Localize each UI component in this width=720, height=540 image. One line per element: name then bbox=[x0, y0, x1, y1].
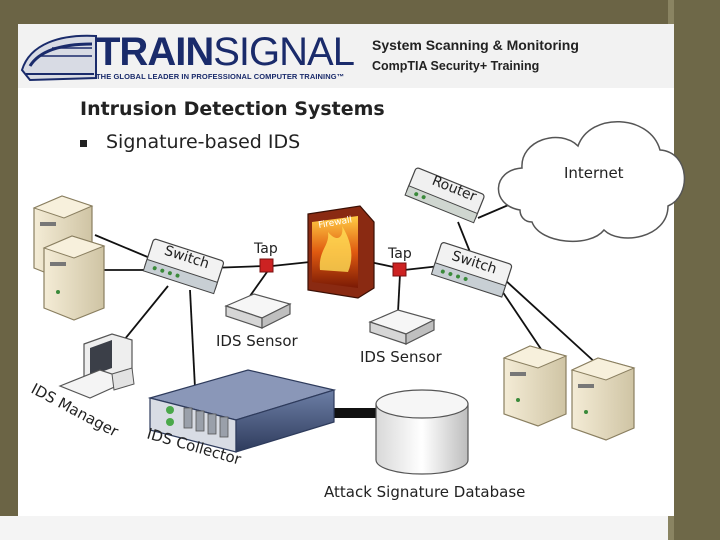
bullet-text: Signature-based IDS bbox=[106, 131, 301, 153]
network-links bbox=[94, 199, 599, 389]
attack-signature-database-icon bbox=[375, 389, 469, 475]
course-subtitle: CompTIA Security+ Training bbox=[372, 59, 540, 73]
bullet-square-icon bbox=[80, 140, 87, 147]
bottom-frame-bar bbox=[0, 516, 668, 540]
database-label: Attack Signature Database bbox=[324, 483, 525, 501]
ids-collector-icon bbox=[147, 369, 337, 453]
tap-right-label: Tap bbox=[387, 246, 412, 262]
ids-sensor-left-label: IDS Sensor bbox=[216, 332, 299, 350]
internet-label: Internet bbox=[564, 164, 624, 182]
ids-sensor-right-icon bbox=[368, 309, 436, 345]
internet-cloud-icon bbox=[497, 121, 686, 243]
logo-tagline: THE GLOBAL LEADER IN PROFESSIONAL COMPUT… bbox=[96, 72, 345, 81]
tap-left-icon bbox=[259, 258, 274, 273]
server-left-bottom-icon bbox=[42, 235, 106, 321]
ids-sensor-right-label: IDS Sensor bbox=[360, 348, 443, 366]
tap-left-label: Tap bbox=[253, 241, 278, 257]
ids-sensor-left-icon bbox=[224, 293, 292, 329]
firewall-icon bbox=[307, 205, 375, 299]
switch-left-icon bbox=[142, 238, 225, 295]
router-icon bbox=[404, 167, 485, 224]
tap-right-icon bbox=[392, 262, 407, 277]
header-band bbox=[18, 24, 674, 88]
slide-title: Intrusion Detection Systems bbox=[80, 98, 385, 120]
server-right-1-icon bbox=[502, 345, 568, 427]
logo-wordmark: TRAINSIGNAL bbox=[96, 30, 355, 74]
collector-db-cable bbox=[300, 408, 390, 418]
switch-right-icon bbox=[430, 242, 513, 298]
server-right-2-icon bbox=[570, 357, 636, 441]
ids-manager-workstation-icon bbox=[58, 333, 135, 399]
right-frame-bar bbox=[668, 0, 720, 540]
course-title: System Scanning & Monitoring bbox=[372, 37, 579, 53]
